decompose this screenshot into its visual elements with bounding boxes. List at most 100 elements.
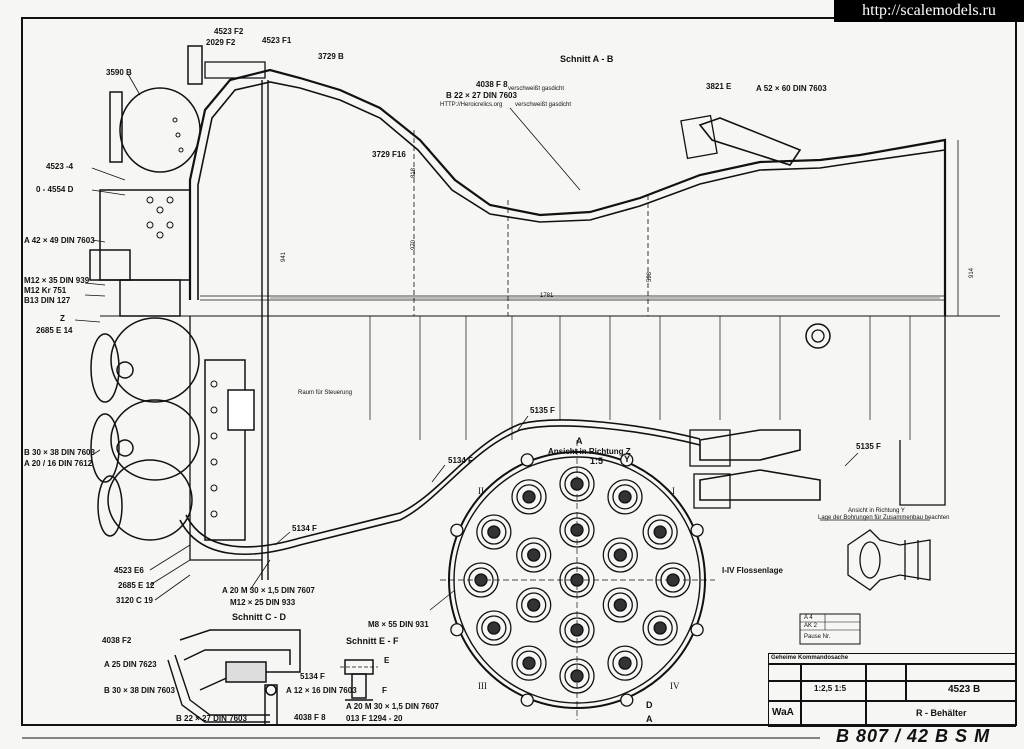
- nozzle-ring-3-1: [521, 592, 547, 618]
- plate-lug-6: [620, 453, 634, 467]
- nozzle-12: [476, 610, 512, 646]
- nozzle-ring-4-2: [527, 548, 541, 562]
- fin-label-2: II: [478, 486, 484, 496]
- nozzle-18: [642, 514, 678, 550]
- welded-note-2: verschweißt gasdicht: [515, 102, 572, 108]
- nozzle-ring-0-1: [564, 567, 590, 593]
- nozzle-ring-5-1: [564, 517, 590, 543]
- label-m8-55: M8 × 55 DIN 931: [368, 620, 429, 629]
- nozzle-3: [516, 587, 552, 623]
- label-a42: A 42 × 49 DIN 7603: [24, 236, 95, 245]
- nozzle-ring-10-2: [570, 669, 584, 683]
- label-a12: A 12 × 16 DIN 7603: [286, 686, 357, 695]
- section-ef: [340, 659, 378, 701]
- drawing-number: B 807 / 42 B S M: [836, 726, 991, 746]
- title-header: Geheime Kommandosache: [771, 655, 849, 661]
- nozzle-17: [607, 479, 643, 515]
- nozzle-ring-15-1: [516, 484, 542, 510]
- label-z: Z: [60, 314, 65, 323]
- nozzle-ring-8-1: [647, 615, 673, 641]
- label-e: E: [384, 656, 390, 665]
- nozzle-ring-14-2: [487, 525, 501, 539]
- box-pause: Pause Nr.: [804, 634, 831, 640]
- label-m12-35: M12 × 35 DIN 939: [24, 276, 90, 285]
- dim-1781: 1781: [540, 293, 554, 299]
- nozzle-ring-8-2: [653, 621, 667, 635]
- nozzle-ring-18-1: [647, 519, 673, 545]
- fin-positions-note: I-IV Flossenlage: [722, 566, 783, 575]
- label-5135f-a: 5135 F: [530, 406, 555, 415]
- tank-inner-contour: [197, 81, 946, 300]
- nozzle-1: [602, 587, 638, 623]
- nozzle-ring-12-1: [481, 615, 507, 641]
- nozzle-ring-17-2: [618, 490, 632, 504]
- nozzle-ring-3-2: [527, 598, 541, 612]
- label-4038f2: 4038 F2: [102, 636, 132, 645]
- nozzle-6: [602, 537, 638, 573]
- label-3729f16: 3729 F16: [372, 150, 406, 159]
- nozzle-10: [559, 658, 595, 694]
- plate-lug-1: [620, 693, 634, 707]
- nozzle-11: [511, 645, 547, 681]
- section-cd: [167, 629, 301, 726]
- label-a52: A 52 × 60 DIN 7603: [756, 84, 827, 93]
- space-note: Raum für Steuerung: [298, 390, 353, 396]
- title-scale: 1:2,5 1:5: [814, 684, 847, 693]
- title-name: R - Behälter: [916, 708, 967, 718]
- view-scale: 1:5: [590, 456, 604, 466]
- nozzle-ring-7-2: [666, 573, 680, 587]
- pump-housings: [89, 87, 255, 541]
- nozzle-ring-12-2: [487, 621, 501, 635]
- outlet-pipe-upper: [698, 117, 802, 166]
- watermark-url[interactable]: http://scalemodels.ru: [834, 0, 1024, 22]
- view-y-note: Lage der Bohrungen für Zusammenbau beach…: [818, 515, 950, 521]
- nozzle-ring-18-2: [653, 525, 667, 539]
- nozzle-2: [559, 612, 595, 648]
- label-m12-kr: M12 Kr 751: [24, 286, 67, 295]
- title-block: [768, 653, 1016, 727]
- plate-lug-0: [690, 623, 704, 637]
- dim-598: 598: [647, 271, 653, 282]
- fin-label-4: IV: [670, 681, 680, 691]
- view-z-title: Ansicht in Richtung Z: [548, 447, 631, 456]
- section-title-ab: Schnitt A - B: [560, 54, 614, 64]
- dim-941: 941: [281, 251, 287, 262]
- sheet-border: [21, 17, 1017, 726]
- plate-lug-4: [450, 523, 464, 537]
- label-f: F: [382, 686, 387, 695]
- nozzle-8: [642, 610, 678, 646]
- nozzle-7: [655, 562, 691, 598]
- dim-970: 970: [411, 239, 417, 250]
- label-a25: A 25 DIN 7623: [104, 660, 157, 669]
- nozzle-ring-6-2: [613, 548, 627, 562]
- label-b13: B13 DIN 127: [24, 296, 71, 305]
- nozzle-ring: [450, 453, 704, 707]
- label-3821e: 3821 E: [706, 82, 732, 91]
- view-y-sketch: [820, 519, 931, 591]
- label-4523-4: 4523 -4: [46, 162, 74, 171]
- nozzle-ring-17-1: [612, 484, 638, 510]
- nozzle-ring-16-1: [564, 471, 590, 497]
- label-m12-25: M12 × 25 DIN 933: [230, 598, 296, 607]
- rivet-row: [146, 117, 218, 518]
- label-3729b: 3729 B: [318, 52, 344, 61]
- nozzle-ring-0-2: [570, 573, 584, 587]
- label-4523f2: 4523 F2: [214, 27, 244, 36]
- nozzle-ring-2-1: [564, 617, 590, 643]
- label-5134f-a: 5134 F: [448, 456, 473, 465]
- fin-label-1: I: [672, 486, 675, 496]
- label-4038f8: 4038 F 8: [476, 80, 508, 89]
- view-y-title: Ansicht in Richtung Y: [848, 508, 905, 514]
- nozzle-16: [559, 466, 595, 502]
- plate-lug-5: [520, 453, 534, 467]
- nozzle-ring-4-1: [521, 542, 547, 568]
- nozzle-ring-9-2: [618, 656, 632, 670]
- nozzle-ring-6-1: [607, 542, 633, 568]
- tank-outer-contour: [188, 68, 947, 316]
- dim-914: 914: [969, 267, 975, 278]
- plate-lug-3: [450, 623, 464, 637]
- title-office: WaA: [772, 707, 794, 718]
- label-013f: 013 F 1294 - 20: [346, 714, 403, 723]
- label-3590b: 3590 B: [106, 68, 132, 77]
